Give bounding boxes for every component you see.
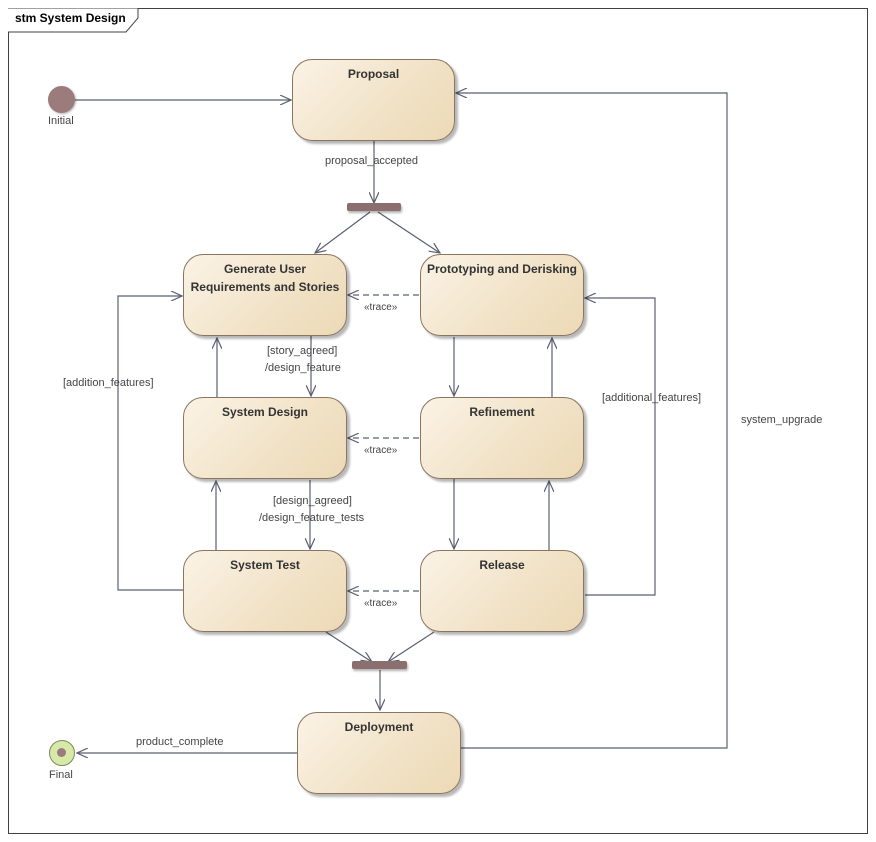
- state-proposal[interactable]: Proposal: [292, 59, 455, 141]
- join-bar: [352, 661, 407, 669]
- state-release[interactable]: Release: [420, 550, 584, 632]
- trace-label-2: «trace»: [364, 445, 398, 456]
- transition-label-addition-features: [addition_features]: [63, 377, 154, 389]
- diagram-frame: [8, 8, 868, 834]
- state-system-test-label: System Test: [230, 558, 300, 572]
- trace-label-3: «trace»: [364, 598, 398, 609]
- trace-label-1: «trace»: [364, 302, 398, 313]
- state-deployment[interactable]: Deployment: [297, 712, 461, 794]
- transition-guard-design-agreed: [design_agreed]: [273, 495, 352, 507]
- final-node: [49, 740, 75, 766]
- system-upgrade-loop-arrow: [456, 93, 728, 749]
- state-generate-user-requirements[interactable]: Generate User Requirements and Stories: [183, 254, 347, 336]
- state-release-label: Release: [479, 558, 525, 572]
- fork-bar: [347, 203, 401, 211]
- fork-to-prototyping-arrow: [377, 211, 440, 253]
- transition-label-product-complete: product_complete: [136, 736, 224, 748]
- state-refinement-label: Refinement: [469, 405, 535, 419]
- fork-to-generate-arrow: [315, 211, 371, 253]
- transition-effect-design-feature: /design_feature: [265, 362, 341, 374]
- transition-label-proposal-accepted: proposal_accepted: [325, 155, 418, 167]
- state-generate-user-requirements-label: Generate User Requirements and Stories: [190, 262, 340, 294]
- frame-title: stm System Design: [15, 11, 126, 25]
- state-deployment-label: Deployment: [344, 720, 414, 734]
- final-node-dot: [57, 748, 66, 757]
- state-prototyping-label: Prototyping and Derisking: [426, 262, 577, 276]
- state-system-test[interactable]: System Test: [183, 550, 347, 632]
- state-system-design-label: System Design: [221, 405, 309, 419]
- transition-label-additional-features: [additional_features]: [602, 392, 702, 404]
- state-prototyping-and-derisking[interactable]: Prototyping and Derisking: [420, 254, 584, 336]
- initial-node: [48, 86, 75, 113]
- state-system-design[interactable]: System Design: [183, 397, 347, 479]
- release-to-join-arrow: [388, 631, 435, 662]
- additional-features-loop-arrow: [585, 298, 656, 596]
- final-label: Final: [49, 769, 73, 781]
- addition-features-loop-arrow: [117, 296, 183, 591]
- transition-guard-story-agreed: [story_agreed]: [267, 345, 338, 357]
- transition-effect-design-feature-tests: /design_feature_tests: [259, 512, 365, 524]
- initial-label: Initial: [48, 115, 74, 127]
- state-proposal-label: Proposal: [347, 67, 400, 81]
- frame-title-tab: [8, 8, 139, 33]
- state-refinement[interactable]: Refinement: [420, 397, 584, 479]
- transition-label-system-upgrade: system_upgrade: [741, 414, 823, 426]
- system-test-to-join-arrow: [325, 631, 372, 662]
